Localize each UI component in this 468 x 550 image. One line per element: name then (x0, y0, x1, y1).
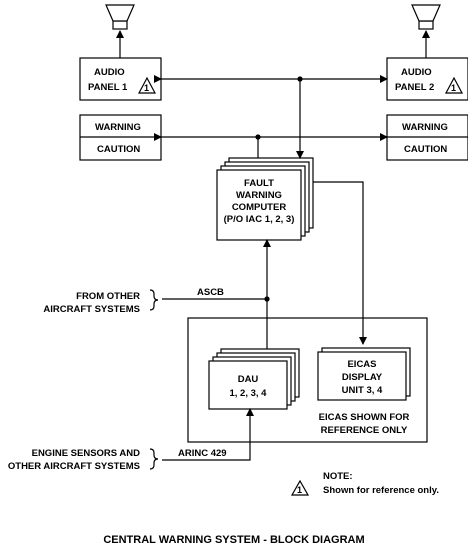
warning-caution-right-box (386, 114, 468, 161)
fwc-label: COMPUTER (232, 202, 287, 213)
fwc-label: WARNING (236, 190, 282, 201)
audio-panel-1-label: PANEL 1 (88, 82, 128, 93)
from-other-label: AIRCRAFT SYSTEMS (43, 304, 140, 315)
audio-bus-junction (297, 76, 303, 82)
dau-label: DAU (238, 374, 259, 385)
note-symbol: 1 (297, 485, 302, 495)
engine-sensors-label: OTHER AIRCRAFT SYSTEMS (8, 461, 140, 472)
audio-panel-2-label: AUDIO (401, 67, 432, 78)
fwc-label: (P/O IAC 1, 2, 3) (224, 214, 295, 225)
warning-bus-junction (255, 134, 261, 140)
fwc-label: FAULT (244, 178, 274, 189)
eicas-reference-label: REFERENCE ONLY (321, 425, 408, 436)
speaker-right-icon (411, 4, 441, 30)
dau-label: 1, 2, 3, 4 (230, 388, 268, 399)
fault-warning-computer-stack (216, 157, 314, 241)
from-other-brace (149, 289, 159, 311)
dau-stack (208, 348, 300, 410)
note-1-icon (138, 76, 156, 94)
ascb-junction (264, 296, 270, 302)
eicas-label: UNIT 3, 4 (342, 385, 383, 396)
eicas-reference-label: EICAS SHOWN FOR (319, 412, 410, 423)
note-ref: 1 (451, 83, 456, 93)
eicas-label: EICAS (347, 359, 376, 370)
warning-caution-left-box (79, 114, 162, 161)
note-heading: NOTE: (323, 471, 353, 482)
fwc-to-eicas-arrow (313, 181, 367, 345)
ascb-label: ASCB (197, 287, 224, 298)
caution-label: CAUTION (404, 144, 447, 155)
page-title: CENTRAL WARNING SYSTEM - BLOCK DIAGRAM (103, 534, 364, 546)
arinc-label: ARINC 429 (178, 448, 227, 459)
audio-panel-1-box (79, 57, 162, 101)
audio-panel-2-label: PANEL 2 (395, 82, 434, 93)
warning-label: WARNING (95, 122, 141, 133)
eicas-reference-outline (187, 317, 428, 443)
from-other-label: FROM OTHER (76, 291, 140, 302)
eicas-display-stack (317, 347, 411, 401)
speaker-left-icon (105, 4, 135, 30)
engine-sensors-label: ENGINE SENSORS AND (32, 448, 141, 459)
caution-label: CAUTION (97, 144, 140, 155)
note-ref: 1 (144, 83, 149, 93)
eicas-label: DISPLAY (342, 372, 383, 383)
note-1-icon (445, 76, 463, 94)
audio-panel-2-box (386, 57, 468, 101)
engine-sensors-brace (149, 448, 159, 470)
arinc-429-arrow (162, 408, 254, 461)
note-text: Shown for reference only. (323, 485, 439, 496)
audio-panel-1-label: AUDIO (94, 67, 125, 78)
note-1-icon (290, 479, 310, 496)
warning-label: WARNING (402, 122, 448, 133)
